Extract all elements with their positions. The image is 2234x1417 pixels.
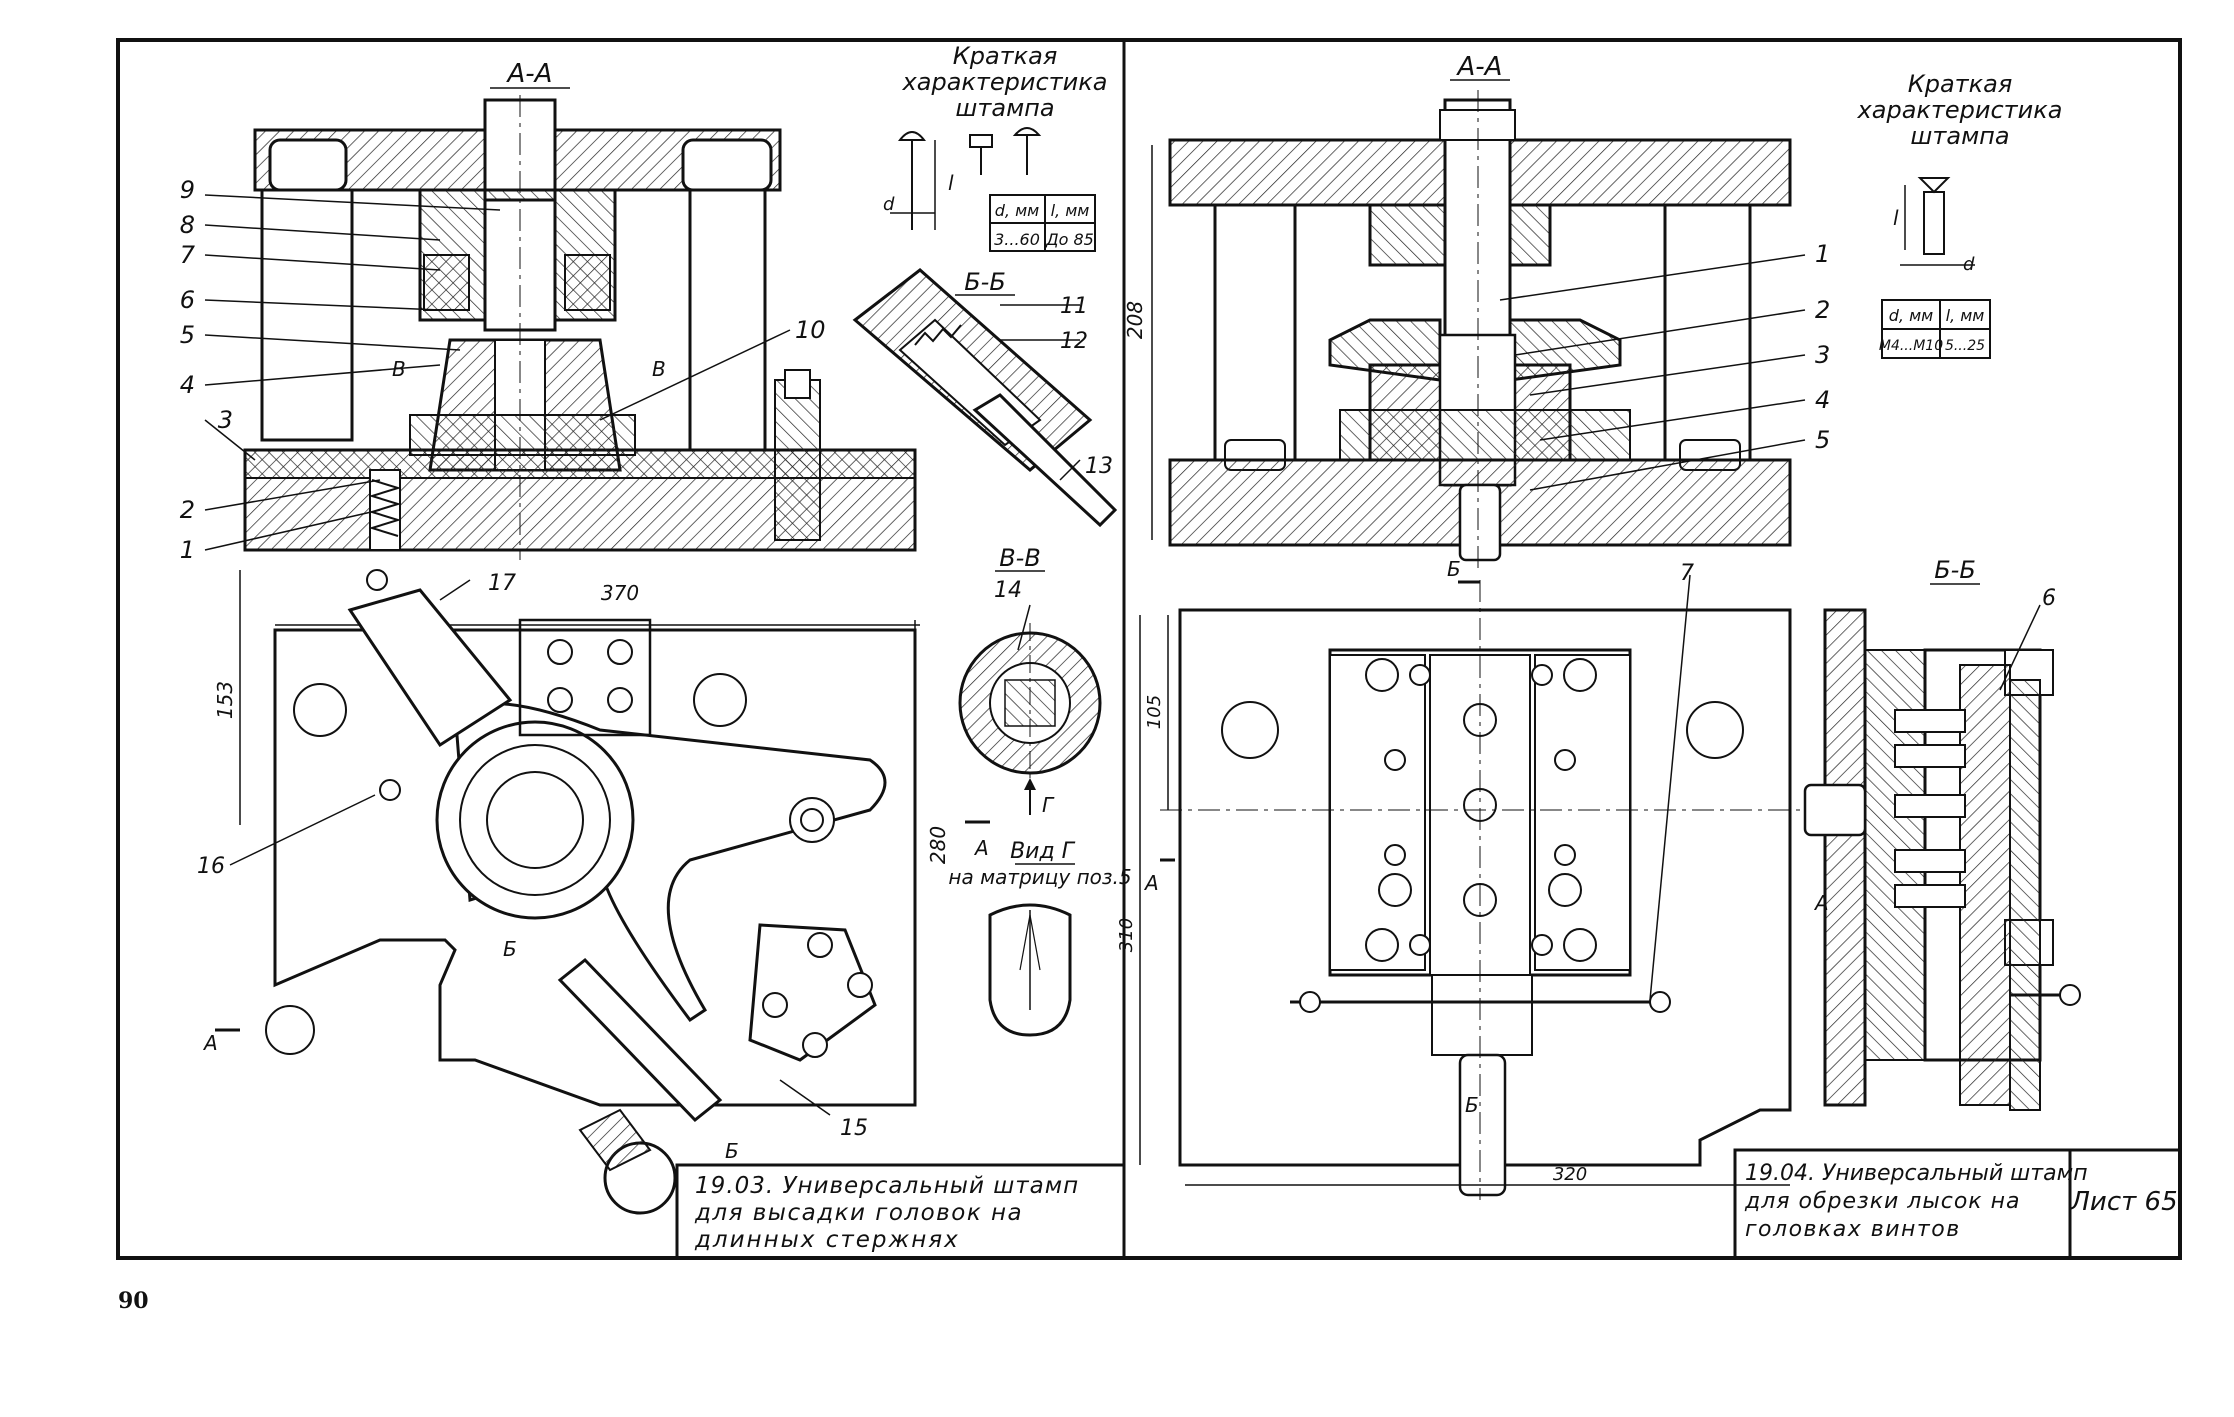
left-spec-block: Краткая характеристика штампа d l d, мм …	[883, 42, 1108, 252]
left-part-1: 1	[180, 536, 195, 564]
left-title-block: 19.03. Универсальный штамп для высадки г…	[675, 1163, 1126, 1260]
right-title-line-2: для обрезки лысок на	[1744, 1189, 2020, 1214]
right-spec-title-1: Краткая	[1908, 70, 2013, 98]
left-spec-d: d	[883, 194, 895, 215]
left-spec-value-l: До 85	[1045, 230, 1094, 249]
left-part-15: 15	[840, 1116, 868, 1141]
left-section-vv-label: В-В	[999, 544, 1041, 572]
right-plan-view: 105 310 320 7 Б Б А	[1116, 557, 1800, 1200]
right-spec-value-d: M4...M10	[1879, 338, 1943, 354]
left-cut-a-right: А	[973, 836, 989, 860]
left-section-bb-label: Б-Б	[964, 268, 1006, 296]
right-part-7: 7	[1680, 561, 1694, 586]
left-cut-b-bottom: Б	[725, 1139, 739, 1163]
right-cut-a-right: А	[1813, 891, 1829, 915]
right-cut-b-bottom: Б	[1465, 1093, 1479, 1117]
right-spec-title-2: характеристика	[1857, 96, 2063, 124]
right-part-4: 4	[1815, 386, 1830, 414]
right-spec-header-l: l, мм	[1946, 306, 1985, 325]
left-dim-370: 370	[601, 581, 639, 605]
left-part-4: 4	[180, 371, 195, 399]
left-section-bb: Б-Б 11 12 13	[852, 268, 1118, 528]
right-spec-header-d: d, мм	[1889, 306, 1933, 325]
left-view-g-2: на матрицу поз.5	[948, 865, 1131, 889]
left-spec-value-d: 3...60	[994, 230, 1040, 249]
left-cut-v-left: В	[392, 357, 406, 381]
right-dim-320: 320	[1553, 1164, 1587, 1185]
right-part-5: 5	[1815, 426, 1830, 454]
left-part-11: 11	[1060, 294, 1088, 319]
left-part-9: 9	[180, 176, 195, 204]
right-title-line-1: 19.04. Универсальный штамп	[1745, 1161, 2088, 1186]
left-cut-g: Г	[1042, 793, 1055, 817]
left-view-g-1: Вид Г	[1010, 839, 1076, 864]
left-section-vv: В-В 14 Г Вид Г на матрицу поз.5	[948, 544, 1132, 1037]
left-part-5: 5	[180, 321, 195, 349]
left-spec-title-2: характеристика	[902, 68, 1108, 96]
left-dim-280: 280	[926, 826, 950, 864]
left-part-16: 16	[197, 854, 225, 879]
left-part-8: 8	[180, 211, 195, 239]
left-dim-153: 153	[213, 681, 237, 719]
left-title-line-2: для высадки головок на	[694, 1200, 1023, 1226]
right-section-bb: Б-Б 6 А	[1803, 556, 2081, 1111]
left-part-7: 7	[180, 241, 196, 269]
right-part-callouts: 1 2 3 4 5	[1499, 240, 1830, 491]
right-dim-105: 105	[1144, 695, 1165, 729]
right-part-2: 2	[1815, 296, 1830, 324]
right-dim-208: 208	[1123, 301, 1147, 339]
right-cut-b-top: Б	[1447, 557, 1461, 581]
left-part-14: 14	[994, 578, 1022, 603]
right-section-view: А-А 208	[1123, 52, 1792, 570]
right-section-bb-label: Б-Б	[1934, 556, 1976, 584]
left-plan-view: 370 280 153 17 15 16	[197, 569, 990, 1215]
right-part-3: 3	[1815, 341, 1830, 369]
sheet-label: Лист 65	[2069, 1187, 2177, 1217]
right-spec-d: d	[1963, 254, 1975, 275]
right-spec-l: l	[1893, 206, 1899, 230]
right-cut-a-left: А	[1143, 871, 1159, 895]
left-cut-a-bottom: А	[202, 1031, 218, 1055]
left-part-callouts: 1 2 3 4 5 6 7 8 9 10 В В	[180, 176, 826, 564]
left-title-line-1: 19.03. Универсальный штамп	[695, 1173, 1079, 1199]
right-part-6: 6	[2042, 586, 2056, 611]
left-section-aa-label: А-А	[506, 59, 553, 89]
right-title-line-3: головках винтов	[1745, 1217, 1961, 1242]
left-cut-v-right: В	[652, 357, 666, 381]
right-dim-310: 310	[1116, 918, 1137, 952]
left-spec-title-1: Краткая	[953, 42, 1058, 70]
left-part-13: 13	[1085, 454, 1113, 479]
left-spec-l: l	[948, 171, 954, 195]
left-part-6: 6	[180, 286, 195, 314]
right-spec-value-l: 5...25	[1945, 338, 1985, 354]
left-part-12: 12	[1060, 329, 1088, 354]
left-part-2: 2	[180, 496, 195, 524]
left-spec-header-d: d, мм	[995, 201, 1039, 220]
right-spec-title-3: штампа	[1910, 122, 2009, 150]
left-part-10: 10	[795, 316, 826, 344]
left-section-view: А-А	[243, 59, 917, 560]
left-part-3: 3	[218, 406, 233, 434]
left-title-line-3: длинных стержнях	[694, 1227, 960, 1253]
right-title-block: 19.04. Универсальный штамп для обрезки л…	[1733, 1148, 2182, 1260]
right-part-1: 1	[1815, 240, 1830, 268]
left-part-17: 17	[488, 571, 516, 596]
page-number: 90	[118, 1288, 149, 1314]
left-cut-b-top: Б	[503, 937, 517, 961]
right-section-aa-label: А-А	[1456, 52, 1503, 82]
left-spec-title-3: штампа	[955, 94, 1054, 122]
right-spec-block: Краткая характеристика штампа l d d, мм …	[1857, 70, 2063, 359]
sheet-frame	[116, 38, 2182, 1260]
left-spec-header-l: l, мм	[1051, 201, 1090, 220]
